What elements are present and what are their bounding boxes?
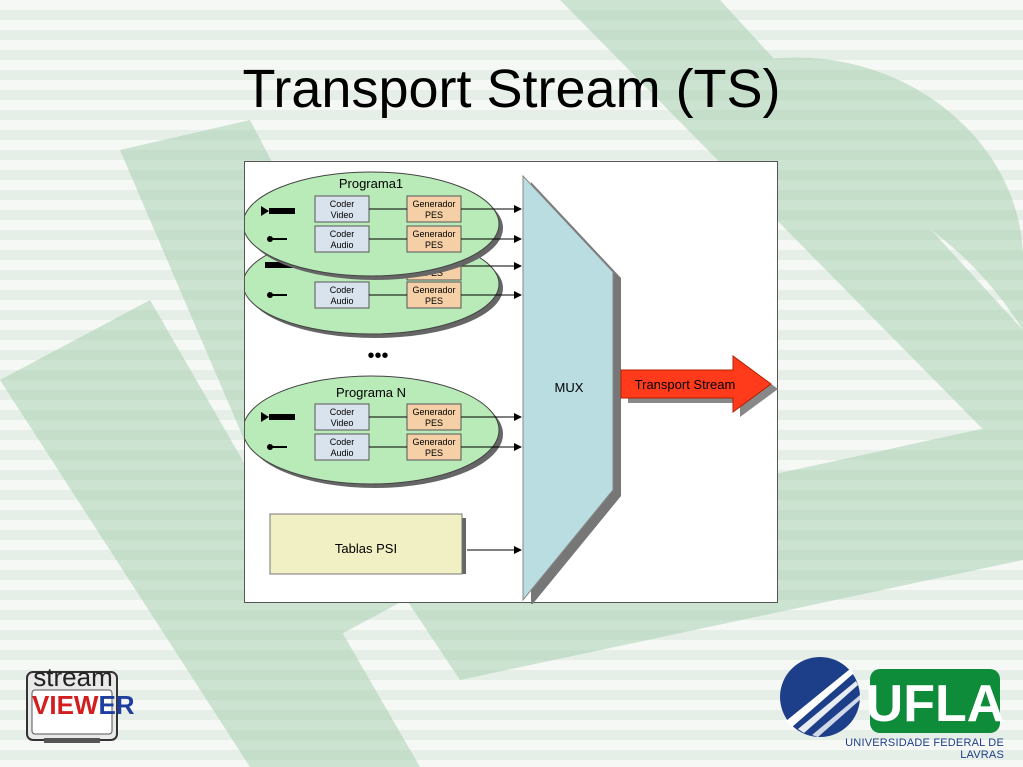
slide-title: Transport Stream (TS): [242, 59, 781, 119]
streamviewer-logo-red: VIEW: [32, 690, 99, 720]
program-1-pes-video: [406, 195, 462, 223]
program-n-pes-audio: [406, 433, 462, 461]
psi-tables-label: Tablas PSI: [335, 541, 397, 556]
transport-stream-arrow: [620, 355, 772, 413]
program-1-coder-audio-line2: Audio: [330, 240, 353, 250]
program-n-pes-audio-line1: Generador: [412, 437, 455, 447]
program-1-coder-video-line2: Video: [331, 210, 354, 220]
program-1-video-input-arrow-icon: [261, 206, 269, 216]
ufla-logo: UFLA: [780, 657, 1004, 737]
program-1-video-input-icon: [269, 208, 295, 214]
program-1-pes-audio: [406, 225, 462, 253]
program-2-coder-audio-line1: Coder: [330, 285, 355, 295]
program-2-pes-audio-line1: Generador: [412, 285, 455, 295]
transport-stream-diagram: MUX Transport Stream PES Coder Audio Gen…: [244, 161, 778, 604]
program-1-coder-audio-line1: Coder: [330, 229, 355, 239]
mux-block: [522, 174, 614, 602]
streamviewer-logo-bottom-text: VIEWER: [32, 690, 135, 720]
program-n-coder-audio-line2: Audio: [330, 448, 353, 458]
program-n-coder-video: [314, 403, 370, 431]
program-1-label: Programa1: [339, 176, 403, 191]
diagram-canvas: MUX Transport Stream PES Coder Audio Gen…: [245, 171, 778, 604]
program-1-pes-video-line1: Generador: [412, 199, 455, 209]
ufla-logo-mark: UFLA: [866, 675, 1004, 733]
programs-ellipsis: •••: [367, 345, 388, 367]
psi-tables-box: [269, 513, 463, 575]
program-n-pes-video-line1: Generador: [412, 407, 455, 417]
program-n-video-input-arrow-icon: [261, 412, 269, 422]
program-1-pes-audio-line2: PES: [425, 240, 443, 250]
program-n-coder-audio-line1: Coder: [330, 437, 355, 447]
program-n-label: Programa N: [336, 385, 406, 400]
program-n-coder-video-line2: Video: [331, 418, 354, 428]
program-n-pes-video-line2: PES: [425, 418, 443, 428]
mux-label: MUX: [555, 380, 584, 395]
program-n-video-input-icon: [269, 414, 295, 420]
program-n-coder-audio: [314, 433, 370, 461]
program-1-pes-video-line2: PES: [425, 210, 443, 220]
program-1-coder-audio: [314, 225, 370, 253]
program-n-coder-video-line1: Coder: [330, 407, 355, 417]
program-n-pes-audio-line2: PES: [425, 448, 443, 458]
streamviewer-logo: [26, 671, 118, 743]
program-2-coder-audio-line2: Audio: [330, 296, 353, 306]
program-1-coder-video: [314, 195, 370, 223]
ufla-caption: UNIVERSIDADE FEDERAL DE LAVRAS: [845, 737, 1004, 761]
streamviewer-logo-blue: ER: [98, 690, 135, 720]
program-1-coder-video-line1: Coder: [330, 199, 355, 209]
streamviewer-logo-top-text: stream: [33, 662, 113, 692]
program-2-pes-audio-line2: PES: [425, 296, 443, 306]
program-2-video-input-icon: [265, 262, 293, 268]
program-1-pes-audio-line1: Generador: [412, 229, 455, 239]
transport-stream-label: Transport Stream: [635, 377, 736, 392]
